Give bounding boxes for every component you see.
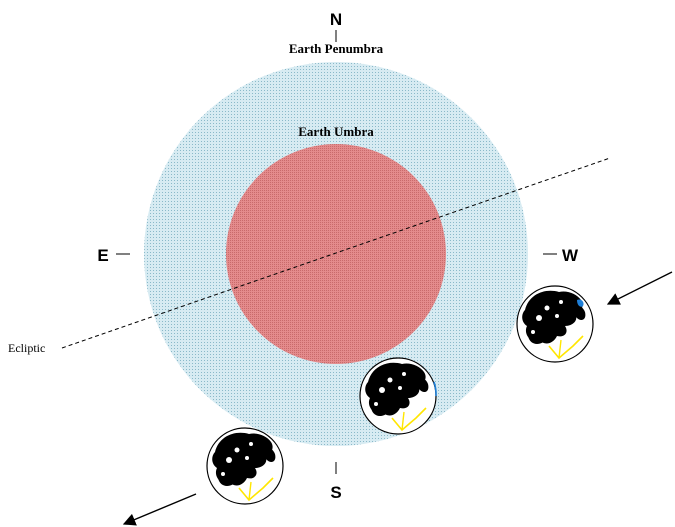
west-label: W: [562, 246, 579, 265]
ecliptic-line: [61, 157, 611, 349]
entry-arrow: [606, 271, 673, 305]
exit-arrow: [122, 493, 197, 526]
umbra-label: Earth Umbra: [298, 124, 374, 139]
penumbra-label: Earth Penumbra: [289, 41, 384, 56]
south-label: S: [330, 483, 341, 502]
ecliptic-label: Ecliptic: [8, 341, 45, 355]
moon-middle: [359, 357, 437, 435]
earth-umbra: [226, 144, 446, 364]
moon-exit: [206, 427, 284, 505]
north-label: N: [330, 10, 342, 29]
moon-entry: [516, 285, 594, 363]
east-label: E: [97, 246, 108, 265]
